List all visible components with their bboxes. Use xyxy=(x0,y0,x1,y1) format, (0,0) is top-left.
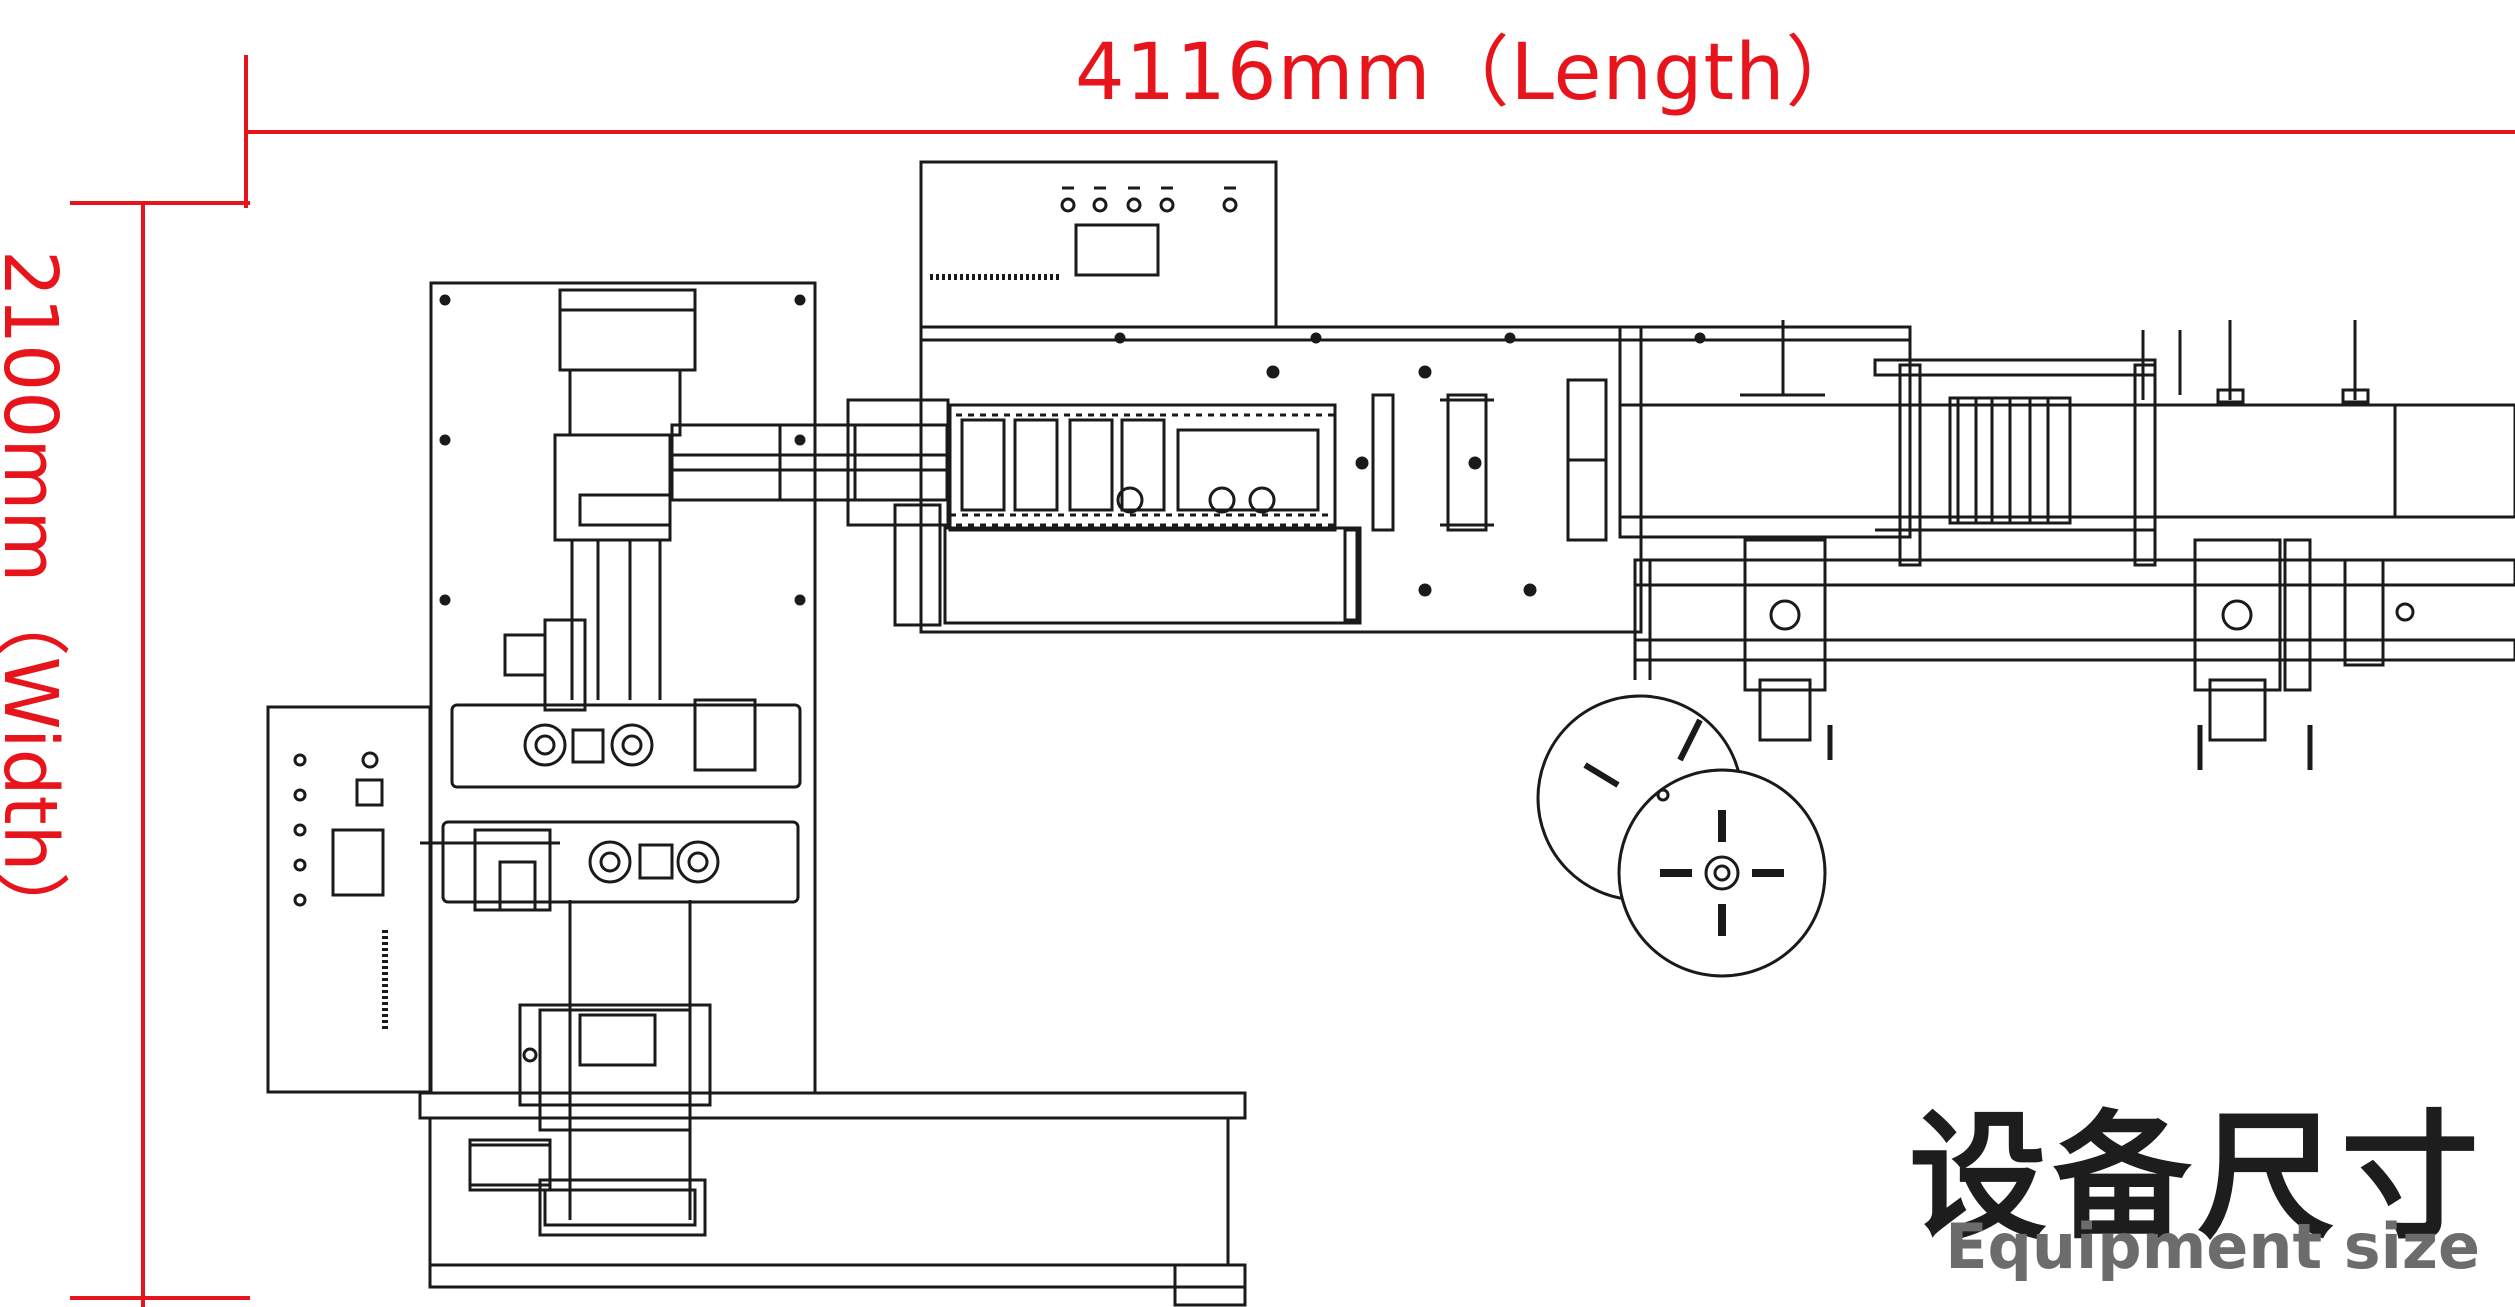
dimension-lines xyxy=(70,55,2515,1307)
ear-loop-reels xyxy=(1536,694,1827,978)
right-conveyor xyxy=(1618,320,2515,770)
width-dimension-label: 2100mm（Width） xyxy=(0,250,73,946)
main-bed xyxy=(670,325,1912,634)
top-control-box xyxy=(919,160,1278,329)
bottom-conveyor xyxy=(418,1091,1247,1307)
caption-title-cn: 设备尺寸 xyxy=(1908,1097,2485,1258)
length-dimension-label: 4116mm（Length） xyxy=(1075,28,1865,118)
caption-title-en: Equipment size xyxy=(1945,1210,2480,1283)
vertical-frame xyxy=(420,281,817,1237)
left-control-box xyxy=(266,705,432,1094)
